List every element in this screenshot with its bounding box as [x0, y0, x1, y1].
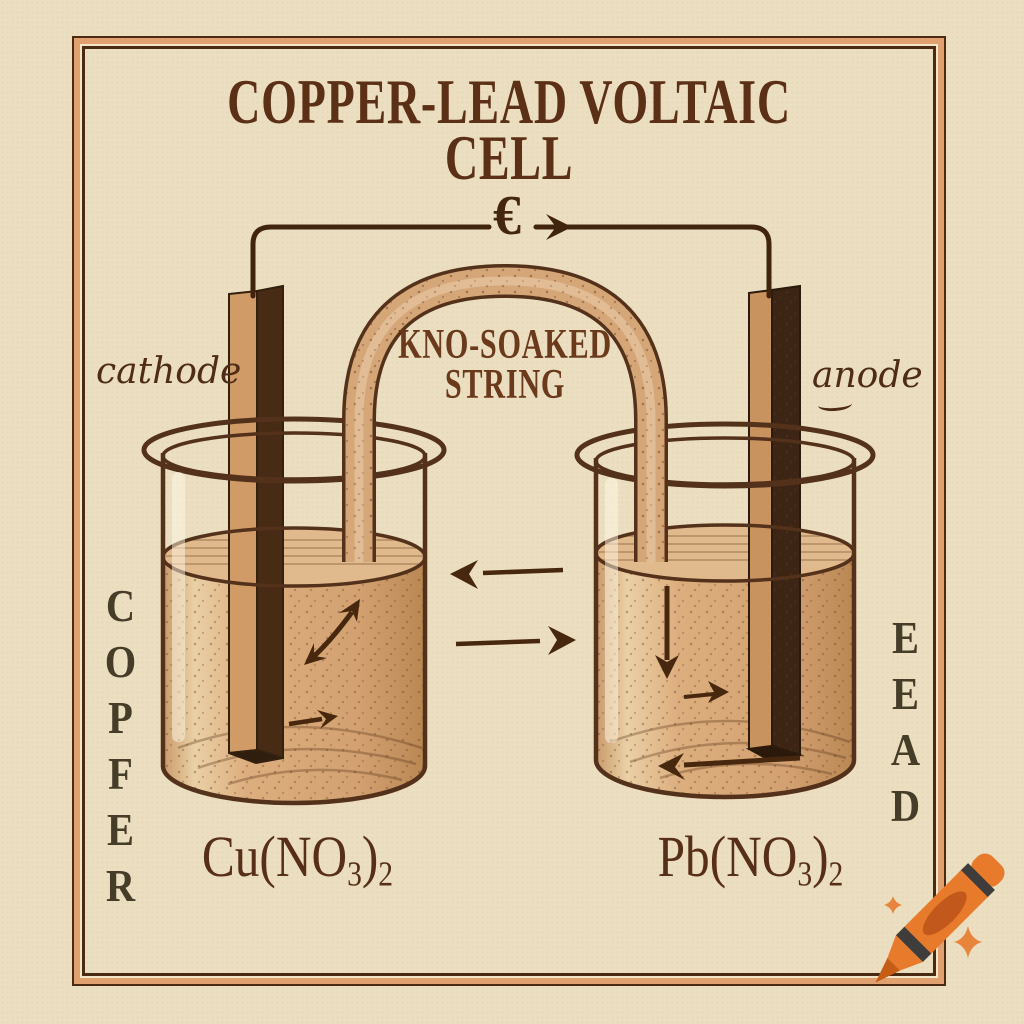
- solution-bottom-grain: [177, 725, 423, 786]
- solution-bottom-grain: [609, 719, 851, 780]
- inter-beaker-arrows: [450, 560, 576, 655]
- lead-electrode: [745, 284, 804, 763]
- left-beaker-glass: [160, 453, 428, 806]
- formula-base: Cu(NO: [201, 824, 348, 889]
- craiyon-crayon-logo: [875, 853, 1005, 983]
- formula-subscript: 3: [797, 854, 813, 894]
- anode-label: anode: [812, 355, 923, 396]
- salt-bridge-label-line1: KNO-SOAKED: [398, 322, 612, 368]
- formula-paren: ): [812, 824, 829, 889]
- copper-electrode: [228, 284, 284, 765]
- electron-symbol: €: [493, 185, 521, 247]
- formula-subscript: 3: [347, 854, 362, 894]
- formula-subscript: 2: [378, 854, 394, 894]
- arrow-right-icon: [548, 626, 576, 655]
- sparkle-icon-small: [884, 896, 902, 914]
- ion-motion-arrows-right: [655, 586, 801, 780]
- arrow-left-icon: [450, 560, 478, 589]
- diagram-title-line1: COPPER-LEAD VOLTAIC: [227, 66, 791, 137]
- formula-base: Pb(NO: [657, 824, 798, 889]
- sparkle-icon-large: [954, 926, 982, 958]
- cathode-label: cathode: [96, 351, 242, 392]
- decorative-frame: [72, 36, 946, 986]
- left-beaker-rim: [141, 416, 447, 484]
- formula-paren: ): [361, 824, 379, 889]
- right-beaker-rim: [574, 421, 876, 489]
- copper-vertical-label: COPFER: [98, 580, 143, 916]
- diagram-title-line2: CELL: [444, 122, 574, 193]
- lead-vertical-label: EEAD: [883, 612, 928, 836]
- salt-bridge: [342, 263, 668, 562]
- wire-left-segment: [250, 224, 492, 299]
- formula-subscript: 2: [828, 854, 844, 894]
- ion-motion-arrows-left: [288, 599, 360, 729]
- wire-right-segment: [533, 224, 772, 299]
- salt-bridge-label-line2: STRING: [444, 362, 566, 408]
- right-solution-formula: Pb(NO3)2: [638, 828, 863, 893]
- right-beaker-glass: [593, 458, 857, 800]
- connecting-wire: [250, 224, 772, 299]
- left-beaker: [141, 284, 447, 806]
- electron-flow-arrow: [546, 214, 572, 240]
- left-solution-formula: Cu(NO3)2: [185, 828, 410, 893]
